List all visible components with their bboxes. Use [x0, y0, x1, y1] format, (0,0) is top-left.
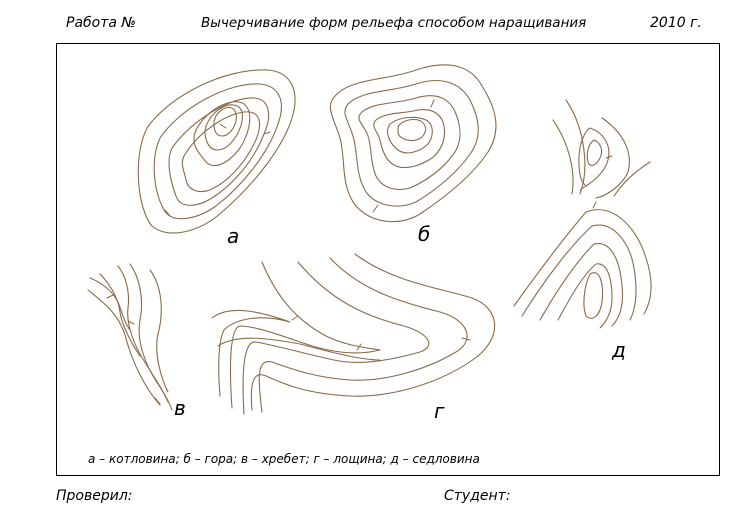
contour-line: [613, 161, 651, 197]
drawing-frame: [56, 43, 720, 476]
contour-line: [539, 243, 624, 327]
contour-line: [99, 273, 141, 357]
contour-line: [344, 80, 479, 207]
contour-line: [387, 116, 433, 154]
slope-tick: [461, 337, 471, 341]
slope-tick: [605, 155, 613, 159]
contour-line: [595, 117, 630, 199]
figure-g-contours: [211, 253, 496, 415]
contour-line: [87, 289, 161, 406]
figure-v-contours: [87, 263, 173, 411]
slope-tick: [372, 204, 379, 213]
figure-d-label: д: [612, 338, 626, 362]
contour-line: [586, 139, 603, 167]
figure-a-label: а: [227, 224, 240, 248]
contour-line: [117, 265, 169, 403]
slope-tick: [219, 123, 227, 129]
figure-b-contours: [329, 64, 497, 223]
contour-line: [149, 269, 169, 393]
contour-line: [373, 109, 446, 169]
contour-line: [557, 263, 613, 329]
contour-line: [204, 104, 243, 151]
contour-line: [329, 64, 497, 223]
contour-line: [213, 106, 237, 137]
contour-line: [229, 261, 381, 409]
figure-v-label: в: [174, 396, 186, 420]
contour-line: [217, 337, 381, 361]
contour-line: [181, 111, 261, 193]
slope-tick: [263, 131, 271, 135]
contour-line: [193, 101, 251, 166]
figure-a-contours: [137, 69, 296, 234]
slope-tick: [127, 320, 135, 325]
year-label: 2010 г.: [650, 15, 702, 31]
page-title: Вычерчивание форм рельефа способом наращ…: [201, 15, 587, 31]
legend-text: а – котловина; б – гора; в – хребет; г –…: [88, 452, 480, 466]
contour-line: [578, 127, 610, 187]
work-number-label: Работа №: [66, 15, 136, 31]
slope-tick: [154, 397, 161, 405]
figure-d-contours: [513, 99, 652, 329]
contour-line: [153, 83, 282, 220]
contour-line: [552, 119, 574, 195]
contour-line: [168, 97, 270, 206]
contour-line: [513, 209, 652, 315]
contour-line: [137, 69, 296, 234]
contour-line: [211, 309, 291, 397]
student-label: Студент:: [444, 488, 511, 504]
slope-tick: [430, 99, 435, 108]
slope-tick: [164, 209, 171, 217]
contour-line: [129, 263, 173, 411]
contour-line: [565, 99, 586, 195]
figure-g-label: г: [434, 399, 445, 423]
slope-tick: [291, 315, 299, 321]
slope-tick: [106, 294, 114, 299]
figure-b-label: б: [418, 222, 431, 246]
contour-line: [258, 257, 468, 413]
contour-line: [242, 261, 430, 415]
slope-tick: [592, 201, 597, 209]
slope-tick: [579, 185, 587, 191]
contour-line: [397, 118, 427, 142]
contour-line: [250, 253, 496, 411]
contour-line: [583, 272, 604, 319]
contour-line: [358, 95, 461, 191]
slope-tick: [356, 343, 362, 351]
contour-line: [521, 224, 637, 321]
checked-by-label: Проверил:: [56, 488, 133, 504]
